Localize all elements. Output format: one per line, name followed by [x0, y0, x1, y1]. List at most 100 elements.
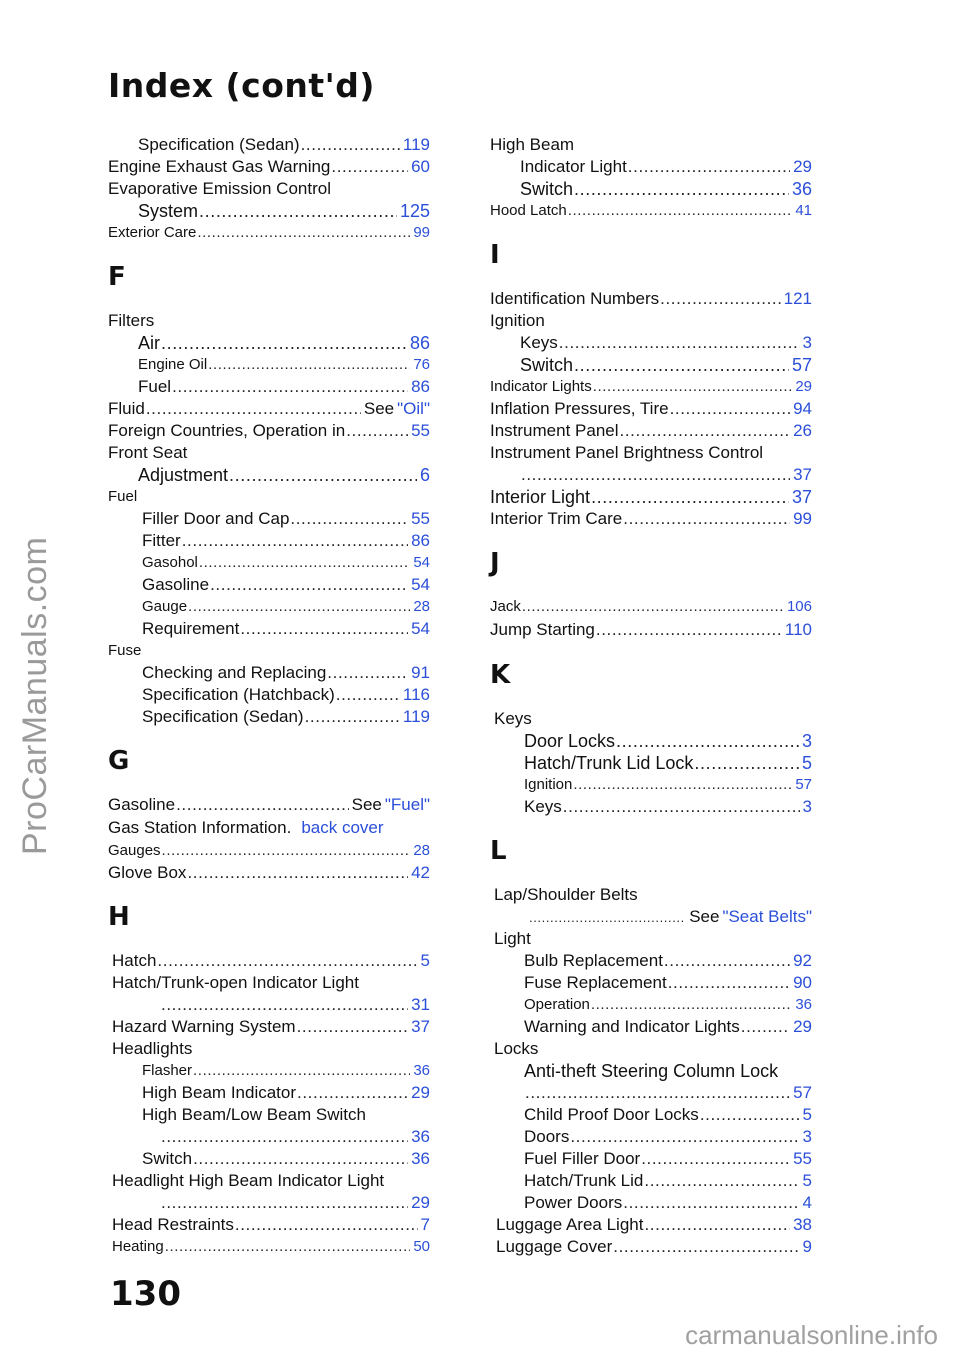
index-entry: Engine Exhaust Gas Warning60 — [108, 156, 430, 178]
page-ref[interactable]: 37 — [791, 487, 812, 507]
index-entry: Interior Trim Care99 — [490, 508, 812, 530]
page-ref[interactable]: 125 — [399, 201, 430, 221]
index-entry: 29 — [108, 1192, 430, 1214]
page-ref[interactable]: 55 — [793, 1149, 812, 1168]
page-ref[interactable]: 26 — [793, 421, 812, 440]
page-ref[interactable]: 36 — [795, 996, 812, 1013]
page-ref[interactable]: 86 — [409, 333, 430, 353]
page-ref[interactable]: 110 — [784, 620, 812, 639]
cross-ref[interactable]: "Fuel" — [384, 795, 430, 814]
page-ref[interactable]: 9 — [802, 1237, 812, 1256]
index-entry: Doors3 — [490, 1126, 812, 1148]
page-ref[interactable]: 119 — [402, 707, 430, 726]
index-entry: Jack106 — [490, 596, 812, 619]
page-ref[interactable]: 90 — [793, 973, 812, 992]
index-entry: Indicator Lights29 — [490, 376, 812, 398]
page-ref[interactable]: 3 — [801, 731, 812, 751]
page-ref[interactable]: 37 — [411, 1017, 430, 1036]
page-ref[interactable]: 28 — [413, 598, 430, 615]
page-ref[interactable]: 76 — [413, 356, 430, 373]
index-entry: 31 — [108, 994, 430, 1016]
page-ref[interactable]: 57 — [791, 355, 812, 375]
page-ref[interactable]: 4 — [802, 1193, 812, 1212]
index-entry: Fuse — [108, 642, 142, 659]
page-ref[interactable]: 36 — [413, 1062, 430, 1079]
index-entry: Identification Numbers121 — [490, 288, 812, 310]
page-ref[interactable]: 3 — [802, 797, 812, 816]
page-ref[interactable]: 29 — [411, 1193, 430, 1212]
page-ref[interactable]: 28 — [413, 842, 430, 859]
page-ref[interactable]: 99 — [413, 224, 430, 241]
index-entry: Glove Box42 — [108, 862, 430, 884]
index-entry: Keys3 — [490, 796, 812, 818]
page-ref[interactable]: 41 — [795, 202, 812, 219]
page-ref[interactable]: 57 — [793, 1083, 812, 1102]
page-ref[interactable]: 36 — [411, 1149, 430, 1168]
page-ref[interactable]: 121 — [783, 289, 812, 308]
page-ref[interactable]: 86 — [411, 531, 430, 550]
page-ref[interactable]: 55 — [411, 509, 430, 528]
index-entry: Ignition57 — [490, 774, 812, 796]
index-entry: Light — [494, 929, 531, 948]
page-ref[interactable]: 116 — [402, 685, 430, 704]
page-ref[interactable]: 5 — [802, 1105, 812, 1124]
index-entry: Evaporative Emission Control — [108, 179, 331, 198]
page-ref[interactable]: 36 — [791, 179, 812, 199]
index-entry: 36 — [108, 1126, 430, 1148]
section-letter-j: J — [490, 548, 500, 578]
page-ref[interactable]: 50 — [413, 1238, 430, 1255]
index-entry: Hood Latch41 — [490, 200, 812, 222]
page-number: 130 — [110, 1274, 181, 1314]
index-entry: Power Doors4 — [490, 1192, 812, 1214]
page-ref[interactable]: 119 — [402, 135, 430, 154]
page-ref[interactable]: 7 — [420, 1215, 430, 1234]
index-entry: Bulb Replacement92 — [490, 950, 812, 972]
index-entry: Front Seat — [108, 443, 188, 462]
page-ref[interactable]: 60 — [411, 157, 430, 176]
page-ref[interactable]: 29 — [793, 157, 812, 176]
page-ref[interactable]: 99 — [793, 509, 812, 528]
index-entry: Hatch/Trunk Lid5 — [490, 1170, 812, 1192]
index-entry: Instrument Panel26 — [490, 420, 812, 442]
page-ref[interactable]: 54 — [411, 575, 430, 594]
page-ref[interactable]: 3 — [802, 1127, 812, 1146]
index-entry: Specification (Hatchback)116 — [108, 684, 430, 706]
page-ref[interactable]: 37 — [793, 465, 812, 484]
page-ref[interactable]: 54 — [411, 619, 430, 638]
page-ref[interactable]: 92 — [793, 951, 812, 970]
index-entry: Child Proof Door Locks5 — [490, 1104, 812, 1126]
index-entry: Specification (Sedan)119 — [108, 134, 430, 156]
page-ref[interactable]: 29 — [411, 1083, 430, 1102]
page-ref[interactable]: 94 — [793, 399, 812, 418]
index-entry: High Beam/Low Beam Switch — [142, 1105, 366, 1124]
page-ref[interactable]: 3 — [802, 333, 812, 352]
index-entry: Headlights — [112, 1039, 193, 1058]
cross-ref[interactable]: "Seat Belts" — [722, 907, 812, 926]
page-ref[interactable]: 29 — [795, 378, 812, 395]
index-entry: Door Locks3 — [490, 730, 812, 752]
page-ref[interactable]: 5 — [801, 753, 812, 773]
index-entry: 57 — [490, 1082, 812, 1104]
index-entry: Gauge28 — [108, 596, 430, 618]
page-ref[interactable]: 38 — [793, 1215, 812, 1234]
page-ref[interactable]: 5 — [802, 1171, 812, 1190]
page-ref[interactable]: 91 — [411, 663, 430, 682]
section-letter-l: L — [490, 836, 507, 866]
index-entry: Luggage Cover9 — [490, 1236, 812, 1258]
index-entry: Requirement54 — [108, 618, 430, 640]
page-ref[interactable]: 57 — [795, 776, 812, 793]
page-ref[interactable]: back cover — [301, 818, 384, 837]
page-ref[interactable]: 106 — [786, 598, 812, 615]
page-ref[interactable]: 29 — [793, 1017, 812, 1036]
page-ref[interactable]: 36 — [411, 1127, 430, 1146]
section-letter-h: H — [108, 902, 130, 932]
page-ref[interactable]: 42 — [411, 863, 430, 882]
page-ref[interactable]: 55 — [411, 421, 430, 440]
page-ref[interactable]: 5 — [420, 951, 430, 970]
page-ref[interactable]: 54 — [413, 554, 430, 571]
cross-ref[interactable]: "Oil" — [397, 399, 430, 418]
index-entry: High Beam Indicator29 — [108, 1082, 430, 1104]
page-ref[interactable]: 6 — [419, 465, 430, 485]
page-ref[interactable]: 31 — [411, 995, 430, 1014]
page-ref[interactable]: 86 — [411, 377, 430, 396]
